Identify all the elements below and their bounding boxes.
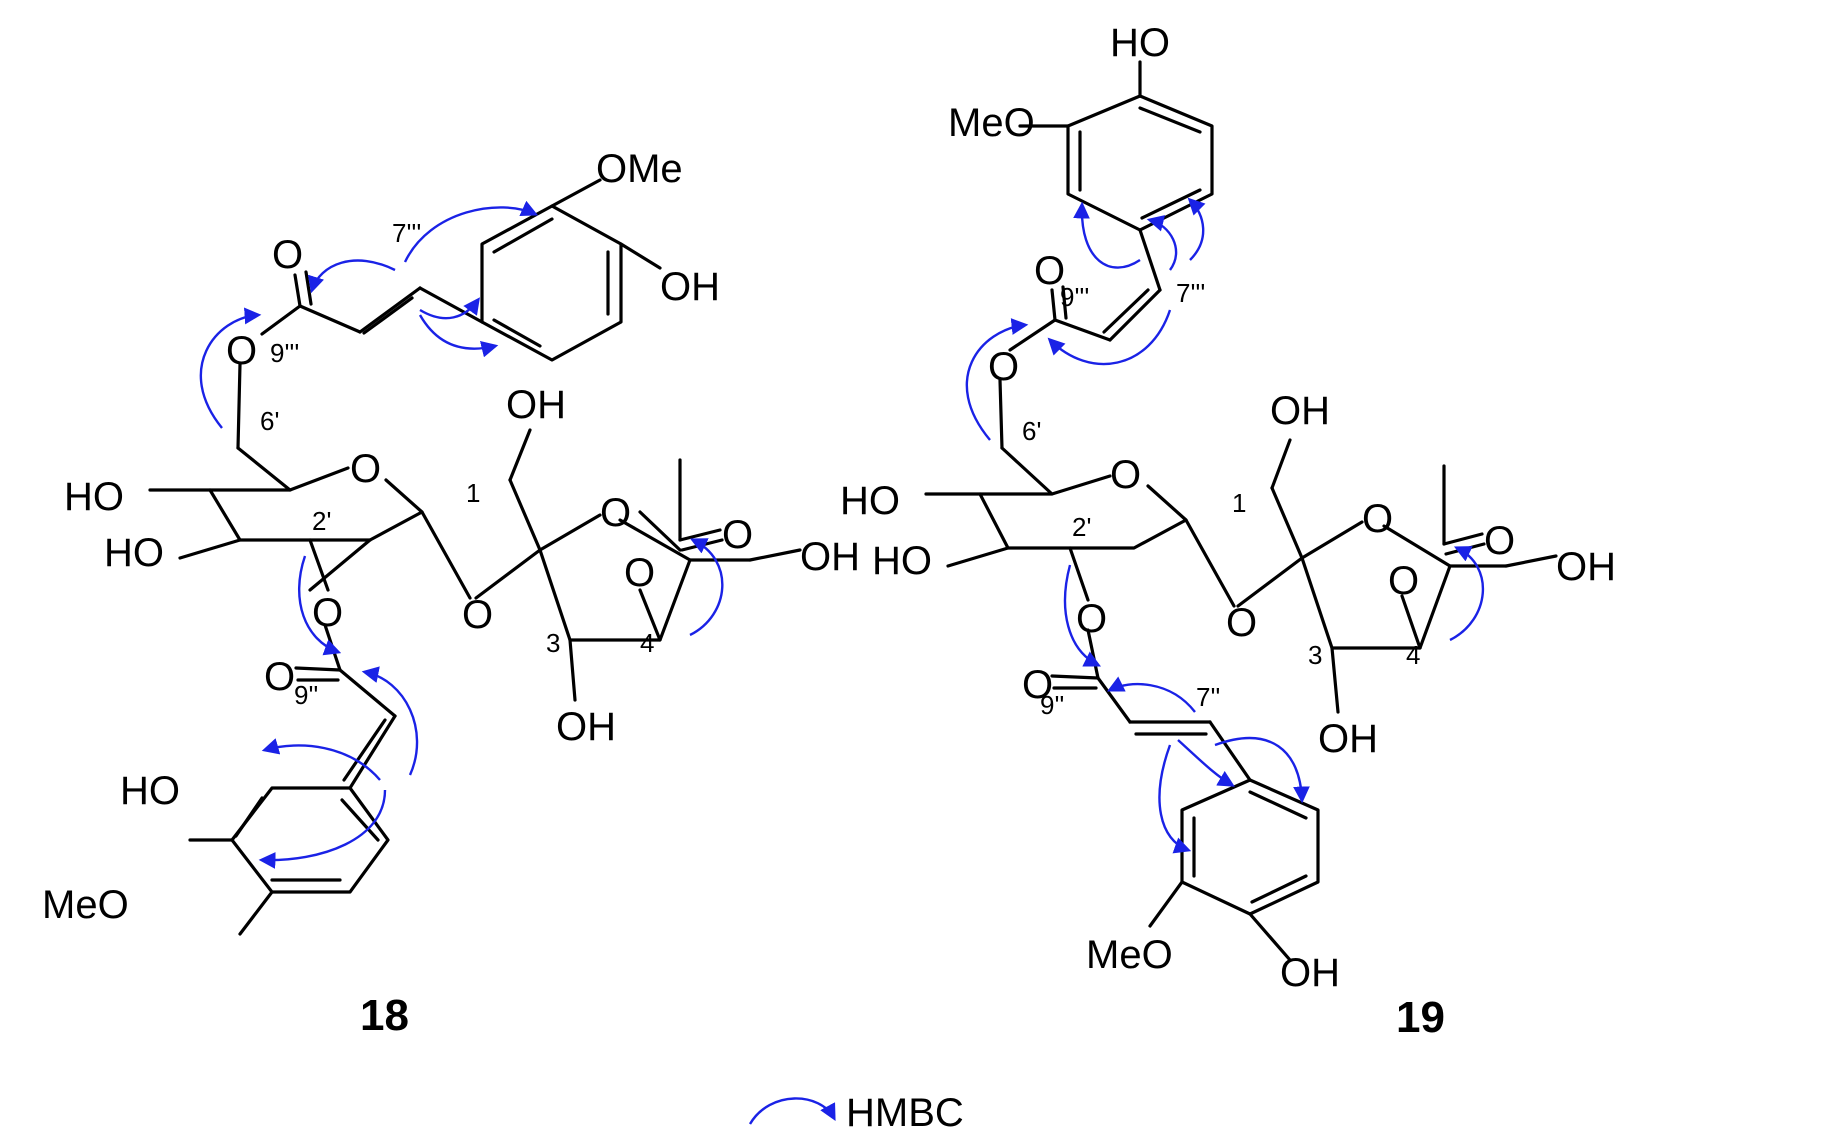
c19-hmbc-h7t-c9	[1047, 309, 1172, 366]
compound-18-position-numbers: 7''' 9''' 6' 1 2' 3 4 9''	[260, 218, 654, 710]
c18-meo-bottom: MeO	[42, 883, 129, 927]
c19-num-6p: 6'	[1022, 416, 1041, 446]
c19-ring-o: O	[1110, 453, 1141, 497]
c18-hmbc-h7d-c9d	[361, 666, 419, 776]
c19-hmbc-h8d-c3	[1177, 739, 1235, 787]
c18-oh-ch2: OH	[506, 383, 566, 427]
c19-o-furan: O	[1362, 497, 1393, 541]
compound-19-position-numbers: 9''' 7''' 6' 1 2' 3 4 9'' 7''	[1022, 278, 1420, 720]
c18-hmbc-h7d-c6	[258, 789, 387, 869]
compound-19-id: 19	[1396, 993, 1445, 1042]
c19-num-7d: 7''	[1196, 682, 1220, 712]
c18-hmbc-h2p-c9d	[297, 555, 342, 656]
c19-hmbc-h6p-c9t	[965, 318, 1029, 441]
c19-meo-top: MeO	[948, 101, 1035, 145]
c19-ho-top: HO	[1110, 21, 1170, 65]
c19-hmbc-h4-co	[1449, 546, 1484, 642]
c18-num-2p: 2'	[312, 506, 331, 536]
legend: HMBC	[748, 1091, 964, 1135]
c18-num-9t: 9'''	[270, 338, 299, 368]
c19-ho-c4: HO	[840, 479, 900, 523]
c18-num-9d: 9''	[294, 680, 318, 710]
c19-o-ester6: O	[988, 345, 1019, 389]
c18-hmbc-h8-c2	[419, 297, 480, 320]
c19-hmbc-h7t-c1	[1146, 215, 1178, 271]
c19-o-top-carbonyl: O	[1034, 249, 1065, 293]
c18-o-ester6: O	[226, 329, 257, 373]
c19-ho-c3: HO	[872, 539, 932, 583]
c18-hmbc-h4-co	[689, 538, 724, 637]
c18-hmbc-h8-c6	[418, 314, 499, 358]
c18-ho-c3: HO	[104, 531, 164, 575]
compound-18-atom-labels: OH OMe O O OH O HO HO O O O O O OH O OH …	[42, 147, 860, 927]
c18-num-3: 3	[546, 628, 560, 658]
c19-num-1: 1	[1232, 488, 1246, 518]
compound-18: OH OMe O O OH O HO HO O O O O O OH O OH …	[42, 147, 860, 1040]
compound-18-bonds	[148, 178, 802, 936]
c19-oh-c6: OH	[1556, 545, 1616, 589]
compound-19-bonds	[924, 60, 1558, 962]
c19-num-4: 4	[1406, 640, 1420, 670]
c19-num-9t: 9'''	[1060, 282, 1089, 312]
c19-o-lac-ring: O	[1388, 559, 1419, 603]
c18-o-top-carbonyl: O	[272, 233, 303, 277]
c18-oh-c3f: OH	[556, 705, 616, 749]
c19-o-glyco: O	[1226, 601, 1257, 645]
c18-oh-top: OH	[660, 265, 720, 309]
c18-o-bottom-carbonyl: O	[264, 655, 295, 699]
c18-o-furan: O	[600, 491, 631, 535]
c19-num-7t: 7'''	[1176, 278, 1205, 308]
c18-hmbc-h7t-c9	[307, 259, 396, 294]
c19-num-2p: 2'	[1072, 512, 1091, 542]
c18-num-1: 1	[466, 478, 480, 508]
compound-19-hmbc-arrows	[965, 197, 1484, 854]
c18-hmbc-h7t-c1	[403, 200, 539, 263]
c19-hmbc-h8d-c2	[1158, 744, 1192, 854]
c19-hmbc-h7t-c2	[1073, 201, 1141, 269]
legend-hmbc-label: HMBC	[846, 1091, 964, 1135]
c19-oh-ch2: OH	[1270, 389, 1330, 433]
c18-ring-o: O	[350, 447, 381, 491]
c18-o-glyco: O	[462, 593, 493, 637]
c18-hmbc-h6p-c9t	[199, 307, 262, 429]
legend-hmbc-arrow-icon	[748, 1097, 836, 1125]
c19-hmbc-h7t-c6	[1187, 197, 1206, 261]
compound-19-atom-labels: HO MeO O O OH O HO HO O O O O O OH O OH …	[840, 21, 1616, 995]
c18-ome-top: OMe	[596, 147, 683, 191]
c19-hmbc-h2p-c9d	[1063, 564, 1102, 667]
c18-num-6p: 6'	[260, 406, 279, 436]
compound-18-id: 18	[360, 991, 409, 1040]
c18-o-lac-carbonyl: O	[722, 513, 753, 557]
c19-hmbc-h8d-c1	[1214, 736, 1310, 804]
c19-oh-bottom: OH	[1280, 951, 1340, 995]
c19-oh-c3f: OH	[1318, 717, 1378, 761]
c19-o-lac-carbonyl: O	[1484, 519, 1515, 563]
c18-num-4: 4	[640, 628, 654, 658]
c19-hmbc-h7d-c9d	[1106, 676, 1196, 713]
c18-ho-bottom: HO	[120, 769, 180, 813]
c18-o-lac-ring: O	[624, 551, 655, 595]
c19-num-9d: 9''	[1040, 690, 1064, 720]
c18-o-ester2: O	[312, 591, 343, 635]
c18-oh-c6: OH	[800, 535, 860, 579]
c19-o-bottom-carbonyl: O	[1022, 663, 1053, 707]
c18-hmbc-h7d-c2	[261, 738, 381, 781]
c19-num-3: 3	[1308, 640, 1322, 670]
compound-19: HO MeO O O OH O HO HO O O O O O OH O OH …	[840, 21, 1616, 1042]
c19-meo-bottom: MeO	[1086, 933, 1173, 977]
c19-o-ester2: O	[1076, 597, 1107, 641]
compound-18-hmbc-arrows	[199, 200, 724, 869]
c18-ho-c4: HO	[64, 475, 124, 519]
